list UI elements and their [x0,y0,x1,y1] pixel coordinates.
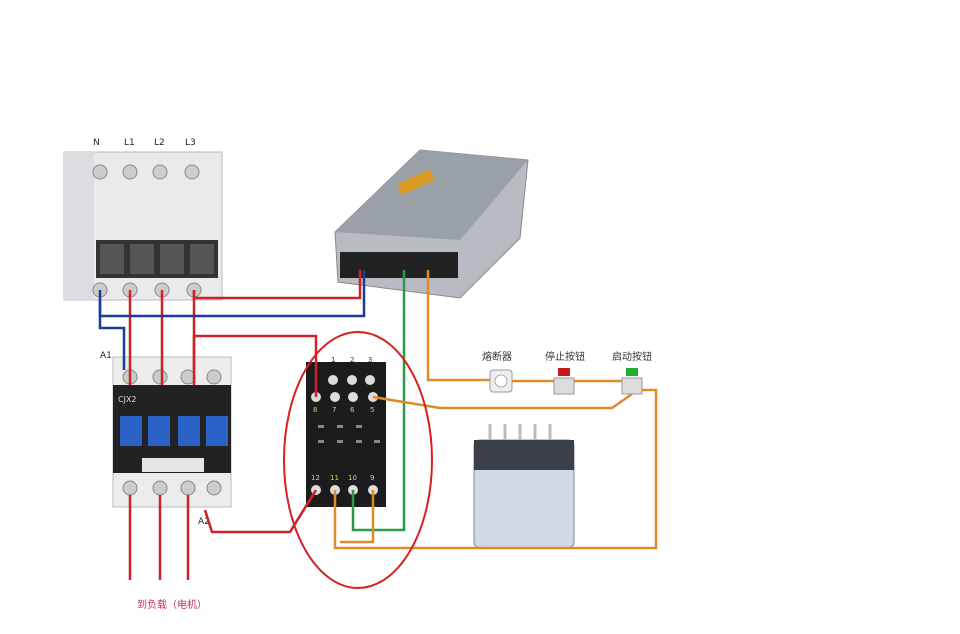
stop-button-label: 停止按钮 [545,350,585,363]
pin-3: 3 [368,356,372,364]
highlight-circle [283,331,433,589]
pin-6: 6 [350,406,355,414]
circuit-breaker: N L1 L2 L3 [63,138,223,301]
contactor: CJX2 A1 A2 [100,351,232,527]
terminal-label-n: N [93,138,100,148]
pin-8: 8 [313,406,317,414]
pin-12: 12 [311,474,320,482]
pin-10: 10 [348,474,357,482]
load-label: 到负载（电机） [137,598,207,611]
pin-9: 9 [370,474,374,482]
coil-label-a2: A2 [198,517,210,527]
terminal-label-l1: L1 [124,138,135,148]
pin-5: 5 [370,406,374,414]
pin-7: 7 [332,406,336,414]
relay-socket: 1 2 3 8 7 6 5 12 11 10 9 [306,356,386,507]
pin-1: 1 [331,356,335,364]
stop-button[interactable] [553,368,575,395]
power-supply [334,149,529,299]
fuse-label: 熔断器 [482,350,512,363]
pin-11: 11 [330,474,339,482]
start-button[interactable] [621,368,643,395]
start-button-label: 启动按钮 [612,350,652,363]
fuse [489,369,513,393]
relay [473,424,575,549]
contactor-model: CJX2 [118,395,137,404]
pin-2: 2 [350,356,354,364]
coil-label-a1: A1 [100,351,112,361]
wires [98,270,658,580]
terminal-label-l2: L2 [154,138,165,148]
terminal-label-l3: L3 [185,138,196,148]
